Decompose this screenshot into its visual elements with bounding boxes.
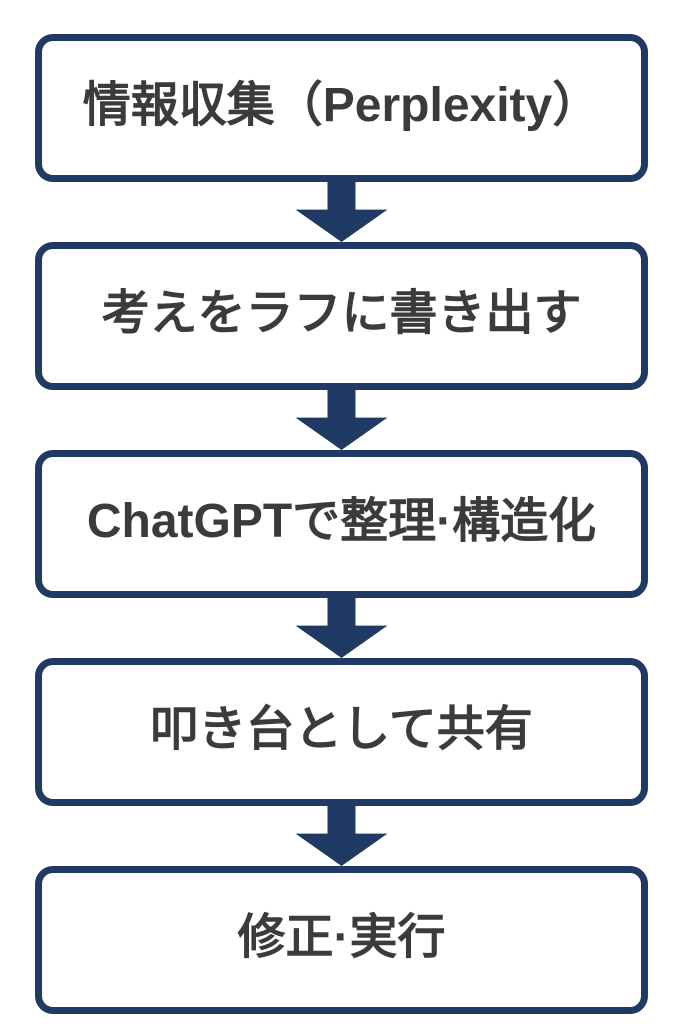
down-arrow-icon bbox=[296, 598, 388, 658]
step-box-3: ChatGPTで整理·構造化 bbox=[35, 450, 648, 598]
step-box-5: 修正·実行 bbox=[35, 866, 648, 1014]
step-label-4: 叩き台として共有 bbox=[150, 703, 533, 756]
step-label-1: 情報収集（Perplexity） bbox=[82, 79, 601, 132]
step-box-1: 情報収集（Perplexity） bbox=[35, 34, 648, 182]
down-arrow-icon bbox=[296, 390, 388, 450]
down-arrow-icon bbox=[296, 806, 388, 866]
step-label-2: 考えをラフに書き出す bbox=[101, 287, 582, 340]
step-box-2: 考えをラフに書き出す bbox=[35, 242, 648, 390]
step-label-5: 修正·実行 bbox=[237, 911, 446, 964]
step-label-3: ChatGPTで整理·構造化 bbox=[86, 495, 597, 548]
down-arrow-icon bbox=[296, 182, 388, 242]
step-box-4: 叩き台として共有 bbox=[35, 658, 648, 806]
